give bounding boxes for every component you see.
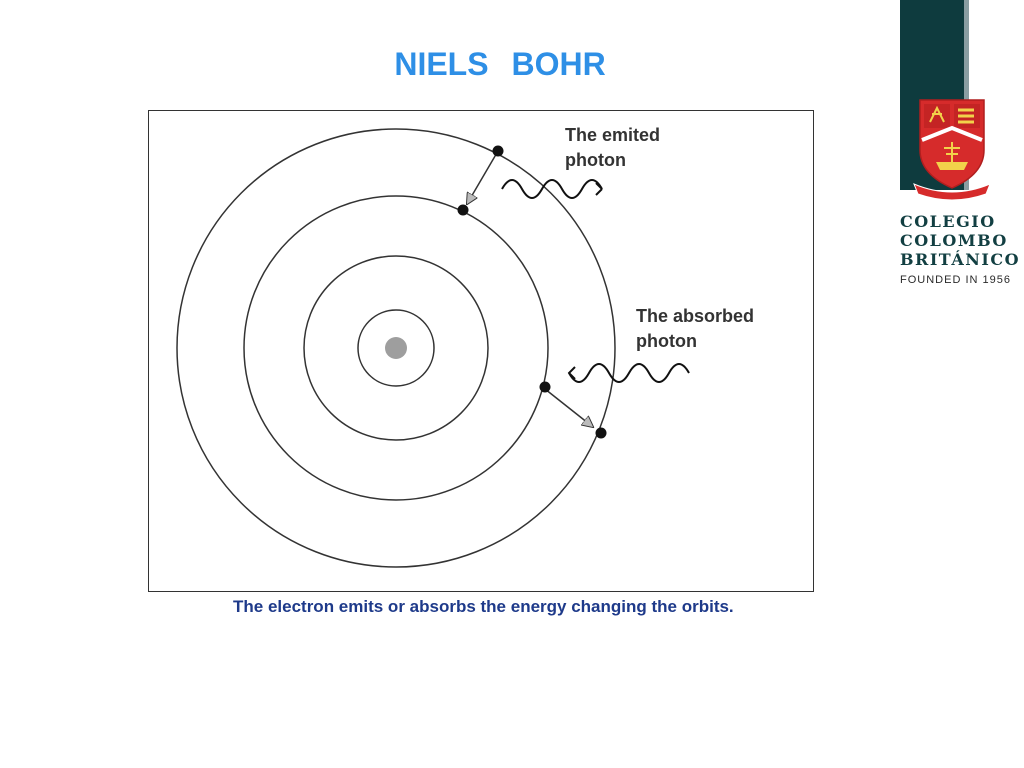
bohr-model-diagram: The emited photon The absorbed photon xyxy=(148,110,814,592)
school-name-line3: BRITÁNICO xyxy=(900,250,1021,269)
diagram-caption: The electron emits or absorbs the energy… xyxy=(233,597,734,616)
school-name-line1: COLEGIO xyxy=(900,212,996,231)
absorbed-photon-wave xyxy=(567,363,690,383)
electron xyxy=(595,427,607,439)
electron xyxy=(457,204,469,216)
founded-text: FOUNDED IN 1956 xyxy=(900,274,1011,286)
school-name-line2: COLOMBO xyxy=(900,231,1008,250)
orbit-2 xyxy=(303,255,489,441)
transition-arrow-absorption xyxy=(544,388,593,427)
label-absorbed-line1: The absorbed xyxy=(636,306,754,326)
orbit-1 xyxy=(357,309,435,387)
orbit-4 xyxy=(176,128,616,568)
label-absorbed-line2: photon xyxy=(636,331,697,351)
brand-stripe xyxy=(964,0,969,190)
electron xyxy=(539,381,551,393)
school-crest-logo xyxy=(912,92,992,202)
label-emitted-line1: The emited xyxy=(565,125,660,145)
orbit-3 xyxy=(243,195,549,501)
nucleus xyxy=(385,337,407,359)
slide-title: NIELS BOHR xyxy=(394,46,606,82)
transition-arrow-emission xyxy=(467,150,499,204)
electron xyxy=(492,145,504,157)
emitted-photon-wave xyxy=(501,179,603,199)
label-emitted-line2: photon xyxy=(565,150,626,170)
school-name: COLEGIO COLOMBO BRITÁNICO xyxy=(900,212,1020,269)
